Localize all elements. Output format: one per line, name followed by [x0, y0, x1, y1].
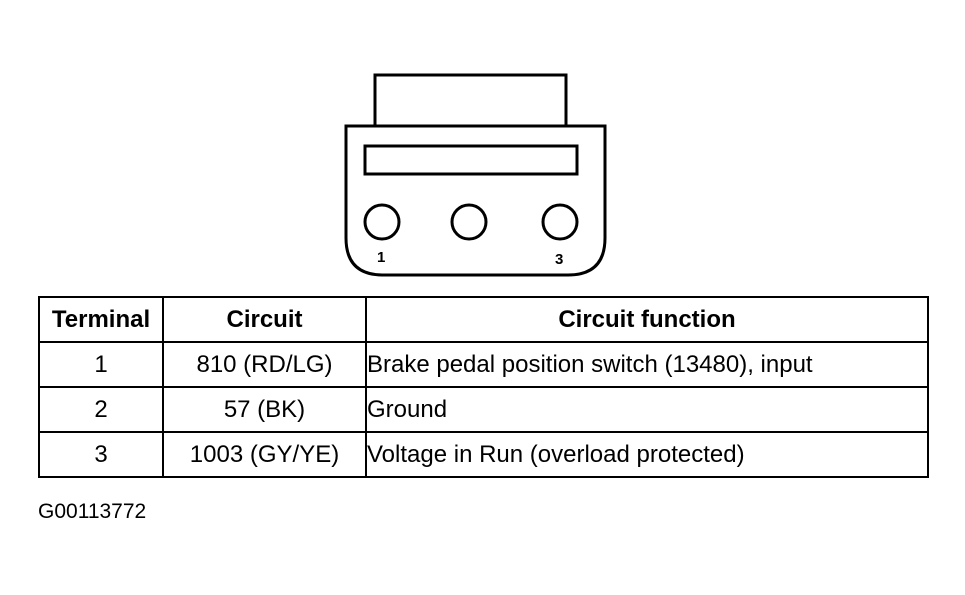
terminal-cell: 2	[38, 386, 164, 433]
table-row: 3 1003 (GY/YE) Voltage in Run (overload …	[38, 431, 929, 478]
pin-cavity-2	[450, 203, 488, 241]
pinout-table: Terminal Circuit Circuit function 1 810 …	[38, 296, 929, 478]
table-header-row: Terminal Circuit Circuit function	[38, 296, 929, 343]
terminal-cell: 3	[38, 431, 164, 478]
pin-cavity-3	[541, 203, 579, 241]
header-circuit: Circuit	[162, 296, 367, 343]
connector-slot	[363, 144, 579, 176]
function-cell: Voltage in Run (overload protected)	[365, 431, 929, 478]
table-row: 2 57 (BK) Ground	[38, 386, 929, 433]
connector-drawing	[344, 73, 607, 277]
figure-id: G00113772	[38, 500, 147, 523]
connector-diagram: 1 3	[344, 73, 607, 277]
header-terminal: Terminal	[38, 296, 164, 343]
pin-label-3: 3	[555, 251, 564, 268]
circuit-cell: 57 (BK)	[162, 386, 367, 433]
function-cell: Ground	[365, 386, 929, 433]
pin-label-1: 1	[377, 249, 386, 266]
circuit-cell: 1003 (GY/YE)	[162, 431, 367, 478]
pin-cavity-1	[363, 203, 401, 241]
function-cell: Brake pedal position switch (13480), inp…	[365, 341, 929, 388]
terminal-cell: 1	[38, 341, 164, 388]
connector-latch	[373, 73, 568, 129]
header-circuit-function: Circuit function	[365, 296, 929, 343]
circuit-cell: 810 (RD/LG)	[162, 341, 367, 388]
table-row: 1 810 (RD/LG) Brake pedal position switc…	[38, 341, 929, 388]
